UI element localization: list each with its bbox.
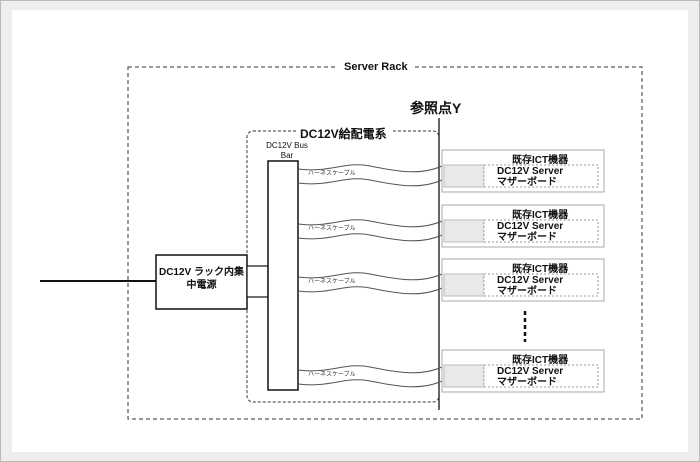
- harness-cable: [297, 164, 443, 187]
- bus-bar: [267, 160, 299, 391]
- harness-cable: [297, 272, 443, 295]
- psu-label: DC12V ラック内集中電源: [158, 267, 244, 291]
- server-board: マザーボード: [497, 232, 557, 243]
- server-board: マザーボード: [497, 286, 557, 297]
- server-name: DC12V Server: [497, 275, 564, 286]
- server-name: DC12V Server: [497, 221, 564, 232]
- cable-label: ハーネスケーブル: [308, 279, 356, 285]
- server-category: 既存ICT機器: [512, 155, 569, 166]
- harness-cable: [297, 219, 443, 242]
- server-rack-border: [127, 66, 643, 420]
- server-box: [441, 204, 605, 248]
- central-psu-box: [155, 254, 248, 310]
- power-system-title: DC12V給配電系: [296, 125, 391, 142]
- server-category: 既存ICT機器: [512, 355, 569, 366]
- server-box: [441, 349, 605, 393]
- harness-cable: [297, 365, 443, 388]
- cable-label: ハーネスケーブル: [308, 226, 356, 232]
- server-name: DC12V Server: [497, 166, 564, 177]
- server-board: マザーボード: [497, 177, 557, 188]
- server-name: DC12V Server: [497, 366, 564, 377]
- server-category: 既存ICT機器: [512, 264, 569, 275]
- cable-label: ハーネスケーブル: [308, 171, 356, 177]
- cable-label: ハーネスケーブル: [308, 372, 356, 378]
- server-category: 既存ICT機器: [512, 210, 569, 221]
- server-rack-title: Server Rack: [338, 61, 414, 73]
- psu-connector: [246, 265, 269, 298]
- server-box: [441, 149, 605, 193]
- busbar-label: DC12V Bus Bar: [266, 141, 308, 160]
- reference-point-label: 参照点Y: [410, 100, 462, 116]
- server-box: [441, 258, 605, 302]
- server-board: マザーボード: [497, 377, 557, 388]
